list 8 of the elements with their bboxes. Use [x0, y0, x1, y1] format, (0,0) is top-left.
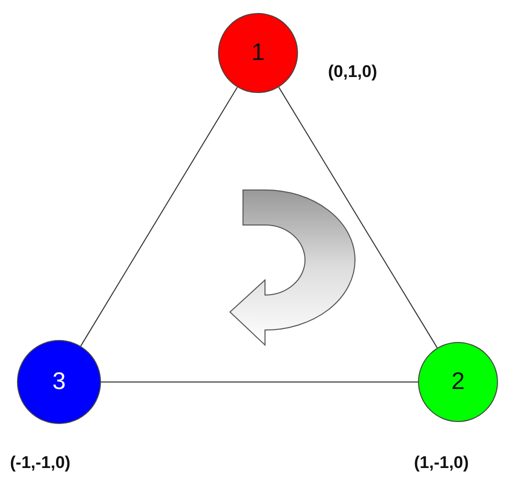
node-number: 2: [451, 370, 465, 394]
coordinate-label: (-1,-1,0): [10, 453, 70, 473]
coordinate-label: (1,-1,0): [414, 453, 469, 473]
coordinate-label: (0,1,0): [328, 62, 378, 82]
node-number: 3: [52, 370, 66, 394]
connector-line: [80, 86, 238, 347]
connector-line: [278, 86, 438, 348]
node-number: 1: [251, 41, 265, 65]
